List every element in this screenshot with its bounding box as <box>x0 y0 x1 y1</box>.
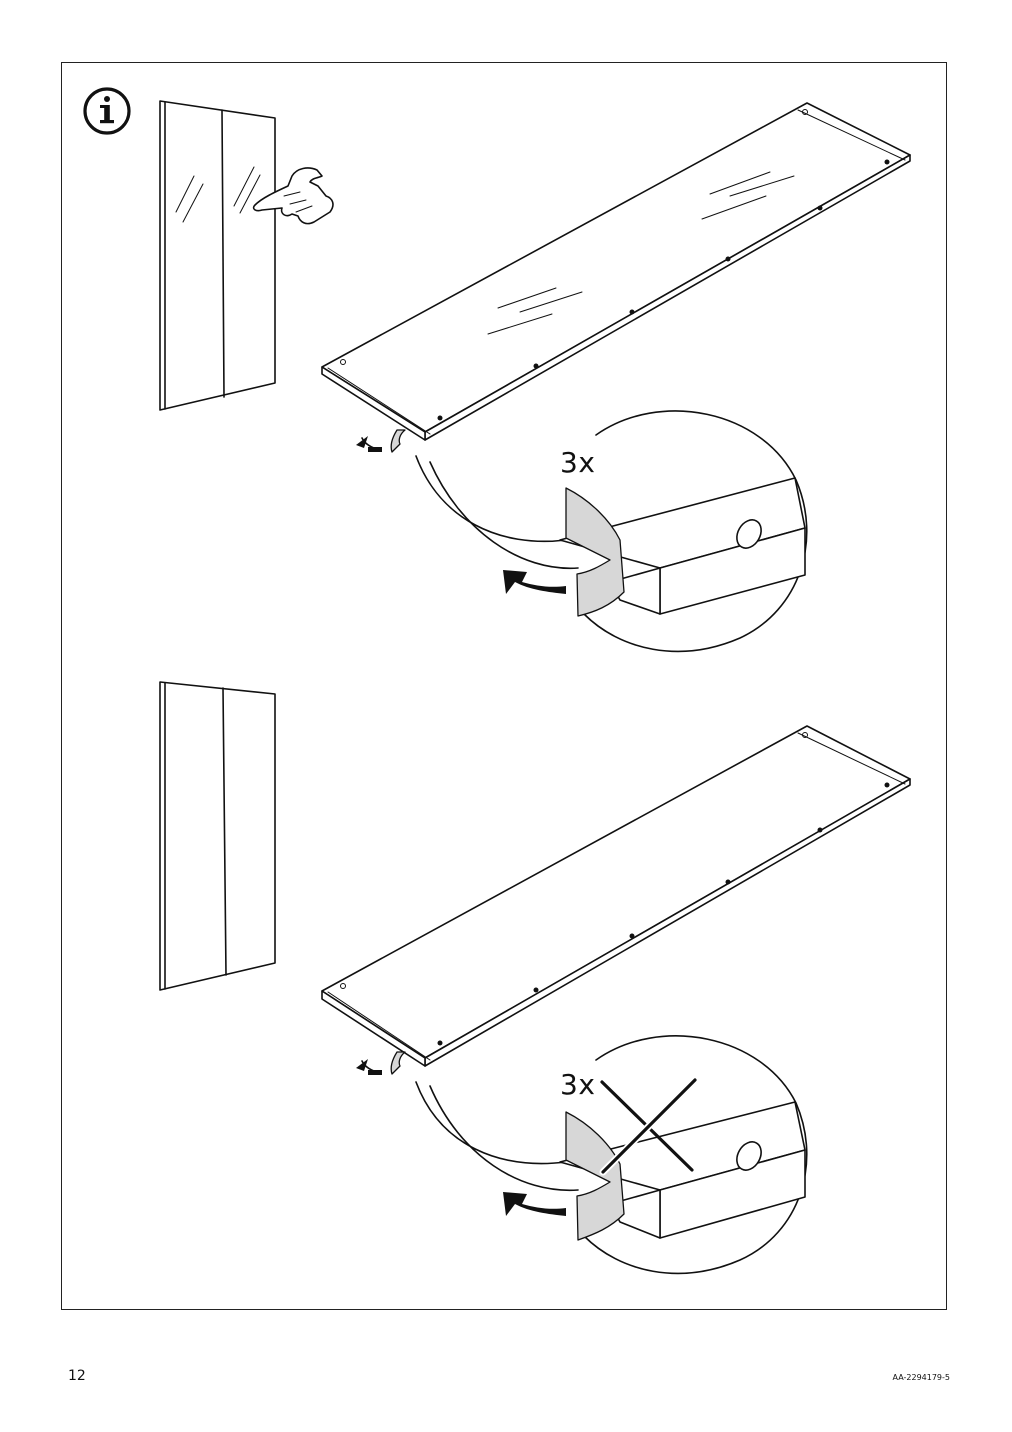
quantity-label: 3x <box>560 446 596 479</box>
detail-magnifier <box>415 1035 808 1275</box>
info-icon <box>83 87 131 135</box>
cross-icon <box>599 1076 699 1176</box>
shelf-board <box>321 725 911 1067</box>
door-panel <box>159 681 276 991</box>
pointing-hand-icon <box>252 167 334 225</box>
instruction-frame <box>61 62 947 1310</box>
detail-magnifier <box>415 410 808 653</box>
glass-door-panel <box>159 100 276 411</box>
shelf-board <box>321 102 911 441</box>
document-code: AA-2294179-5 <box>892 1373 950 1382</box>
page-number: 12 <box>68 1368 86 1384</box>
quantity-label: 3x <box>560 1068 596 1101</box>
peel-arrow-small <box>356 1051 406 1075</box>
peel-arrow-small <box>356 429 406 453</box>
